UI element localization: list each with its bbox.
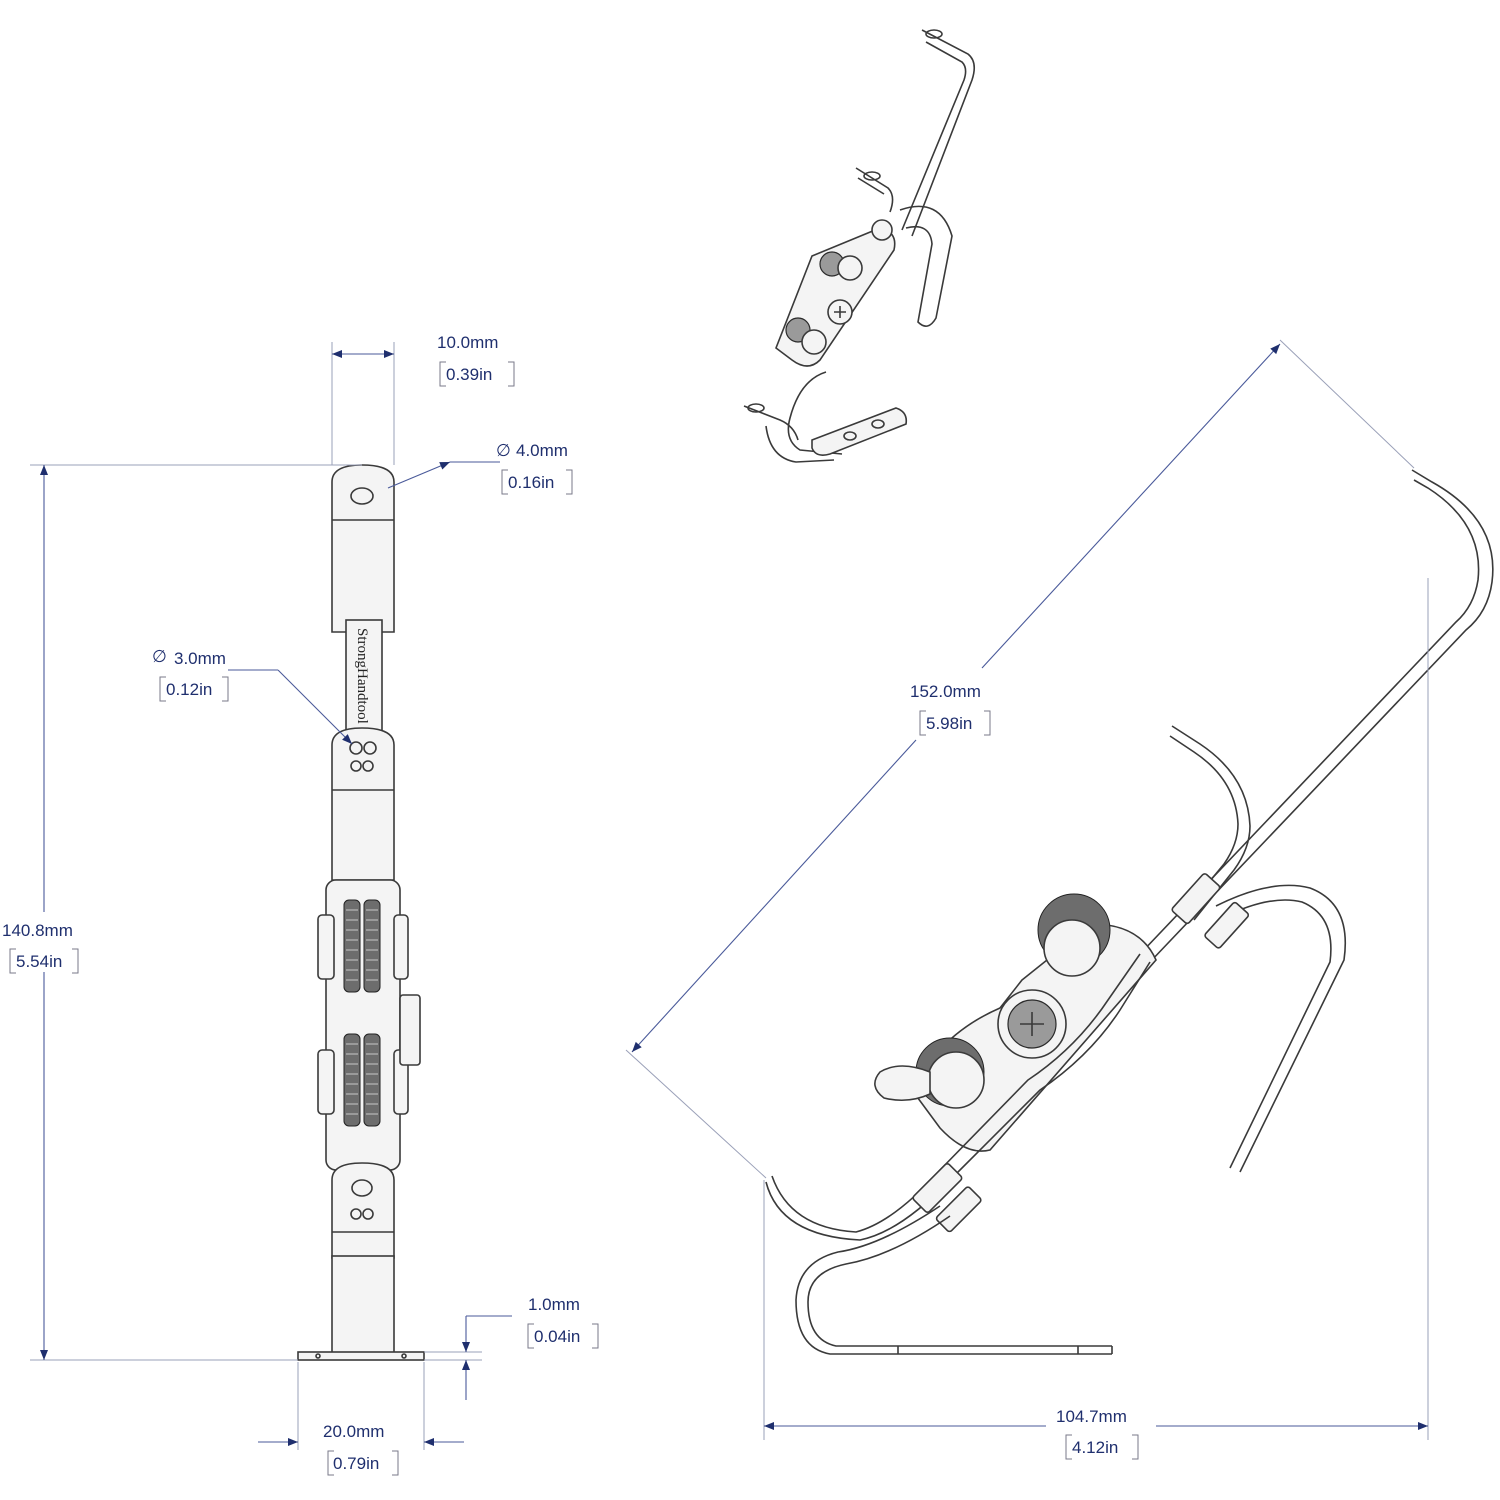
dim-arm-length-in: 5.98in bbox=[926, 714, 972, 733]
dim-top-width-mm: 10.0mm bbox=[437, 333, 498, 352]
part-label-text: StrongHandtool bbox=[354, 628, 370, 724]
dim-top-width-in: 0.39in bbox=[446, 365, 492, 384]
dim-arm-length: 152.0mm 5.98in bbox=[625, 339, 1415, 1179]
small-hole-2 bbox=[363, 741, 377, 755]
dim-base-width-mm: 20.0mm bbox=[323, 1422, 384, 1441]
label-strip bbox=[345, 619, 383, 733]
dim-height: 140.8mm 5.54in bbox=[2, 464, 362, 1361]
dim-height-mm: 140.8mm bbox=[2, 921, 73, 940]
knurled-knob-lower bbox=[343, 1033, 381, 1127]
dim-hole-large-symbol: ∅ bbox=[496, 441, 511, 460]
dim-hole-large-in: 0.16in bbox=[508, 473, 554, 492]
side-lever bbox=[874, 1065, 931, 1102]
dim-spread-width: 104.7mm 4.12in bbox=[763, 578, 1429, 1460]
dim-thickness-in: 0.04in bbox=[534, 1327, 580, 1346]
dim-spread-width-in: 4.12in bbox=[1072, 1438, 1118, 1457]
knob-housing bbox=[325, 879, 401, 1171]
dim-hole-small-in: 0.12in bbox=[166, 680, 212, 699]
dim-hole-small-symbol: ∅ bbox=[152, 647, 167, 666]
lower-tab bbox=[331, 1162, 395, 1259]
dim-thickness: 1.0mm 0.04in bbox=[424, 1295, 599, 1400]
iso-foot bbox=[811, 407, 908, 456]
small-hole-1 bbox=[349, 741, 363, 755]
dim-spread-width-mm: 104.7mm bbox=[1056, 1407, 1127, 1426]
dim-hole-large-mm: 4.0mm bbox=[516, 441, 568, 460]
stem bbox=[331, 1255, 395, 1355]
isometric-view bbox=[743, 29, 976, 463]
middle-tab bbox=[331, 727, 395, 881]
dim-base-width-in: 0.79in bbox=[333, 1454, 379, 1473]
front-view: StrongHandtool bbox=[297, 464, 425, 1361]
dim-height-in: 5.54in bbox=[16, 952, 62, 971]
dim-hole-large: ∅ 4.0mm 0.16in bbox=[387, 441, 573, 495]
top-hole bbox=[350, 487, 374, 505]
side-view bbox=[765, 469, 1494, 1355]
dim-base-width: 20.0mm 0.79in bbox=[258, 1362, 464, 1476]
top-tab bbox=[331, 464, 395, 633]
dim-arm-length-mm: 152.0mm bbox=[910, 682, 981, 701]
iso-body bbox=[775, 227, 896, 367]
dim-hole-small: ∅ 3.0mm 0.12in bbox=[152, 647, 353, 745]
base-plate bbox=[297, 1351, 425, 1361]
knurled-knob-upper bbox=[343, 899, 381, 993]
dim-hole-small-mm: 3.0mm bbox=[174, 649, 226, 668]
dim-top-width: 10.0mm 0.39in bbox=[331, 333, 515, 465]
dim-thickness-mm: 1.0mm bbox=[528, 1295, 580, 1314]
